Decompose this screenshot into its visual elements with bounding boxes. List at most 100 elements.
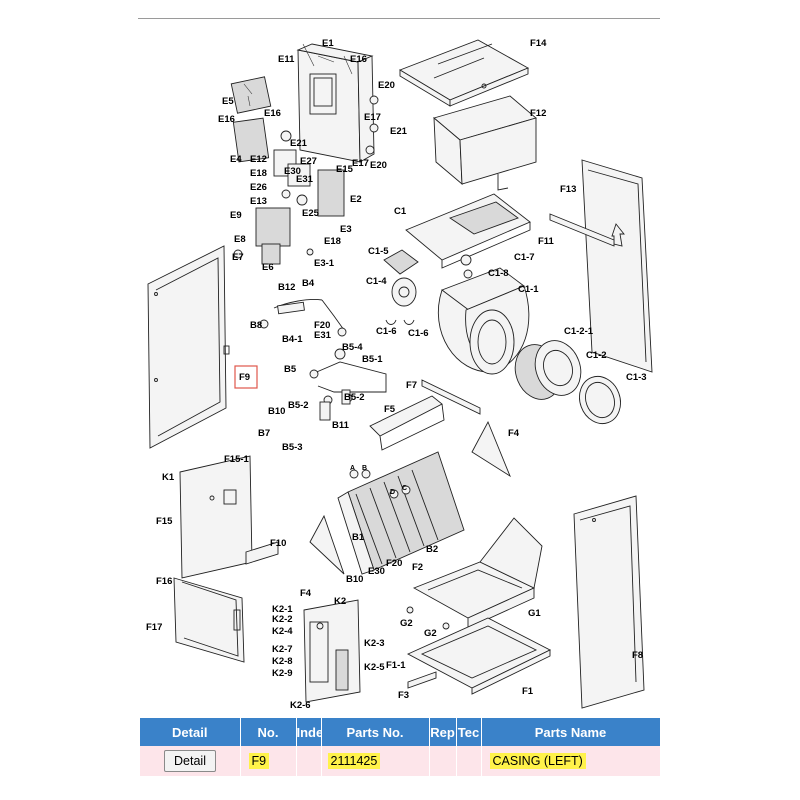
label-F14: F14 [530,38,547,49]
label-F13: F13 [560,184,576,195]
label-E2: E2 [350,194,362,205]
label-E21: E21 [390,126,408,137]
parts-table: Detail No. Inde Parts No. Rep Tec Parts … [140,718,661,776]
cell-tec [456,746,482,776]
label-K2-1: K2-1 [272,604,293,615]
label-E31: E31 [296,174,314,185]
label-K2-7: K2-7 [272,644,293,655]
filter-tray-F1 [406,617,552,695]
label-K2-9: K2-9 [272,668,293,679]
detail-button[interactable]: Detail [164,750,216,772]
label-F17: F17 [146,622,162,633]
header-index: Inde [296,718,322,746]
label-B5-3: B5-3 [282,442,303,453]
label-E12: E12 [250,154,267,165]
label-F2: F2 [412,562,423,573]
label-K1: K1 [162,472,175,483]
header-parts-no: Parts No. [321,718,430,746]
label-F7: F7 [406,380,417,391]
label-F15-1: F15-1 [224,454,250,465]
label-E27: E27 [300,156,317,167]
label-B1: B1 [352,532,365,543]
cell-detail: Detail [140,746,241,776]
left-casing-F9 [147,245,230,449]
label-E31b: E31 [314,330,332,341]
label-E3-1: E3-1 [314,258,335,269]
label-circle-D1: D [390,489,395,496]
table-row: Detail F9 2111425 CASING (LEFT) [140,746,661,776]
label-E18b: E18 [324,236,341,247]
label-E8: E8 [234,234,246,245]
label-C1-5: C1-5 [368,246,389,257]
label-B10a: B10 [268,406,285,417]
bracket-F11 [549,213,615,247]
label-K2: K2 [334,596,346,607]
label-E13: E13 [250,196,267,207]
label-C1-7: C1-7 [514,252,535,263]
exploded-parts-diagram: E1 E11 E16 E20 E5 E16 E16 E17 E21 E21 E4… [138,22,660,712]
label-K2-8: K2-8 [272,656,293,667]
label-E25: E25 [302,208,320,219]
label-B5-2a: B5-2 [288,400,309,411]
label-E4: E4 [230,154,242,165]
label-B10b: B10 [346,574,363,585]
label-B7: B7 [258,428,270,439]
header-no: No. [240,718,297,746]
label-F10: F10 [270,538,286,549]
label-E5: E5 [222,96,234,107]
label-E26: E26 [250,182,267,193]
parts-number-value: 2111425 [327,753,381,769]
label-K2-4: K2-4 [272,626,293,637]
label-circle-A1: A [350,465,355,472]
highlight-F9[interactable] [234,365,258,389]
label-E21b: E21 [290,138,308,149]
label-C1-6a: C1-6 [376,326,397,337]
label-F1-1: F1-1 [386,660,406,671]
label-G1: G1 [528,608,541,619]
label-F16: F16 [156,576,172,587]
header-detail: Detail [140,718,241,746]
header-parts-name: Parts Name [481,718,661,746]
label-E16c: E16 [218,114,235,125]
label-C1-3: C1-3 [626,372,647,383]
label-C1: C1 [394,206,407,217]
label-B5-2b: B5-2 [344,392,365,403]
label-F1: F1 [522,686,534,697]
label-F8: F8 [632,650,643,661]
panel-F16-F17 [173,577,245,663]
label-F4b: F4 [300,588,312,599]
label-B12: B12 [278,282,295,293]
label-E15: E15 [336,164,354,175]
label-F20a: F20 [314,320,330,331]
label-B2: B2 [426,544,438,555]
label-E9: E9 [230,210,242,221]
label-K2-2: K2-2 [272,614,293,625]
cell-no: F9 [240,746,297,776]
fan-wheel-C1-2 [514,340,582,400]
label-circle-C1: C [402,485,407,492]
cell-index [296,746,322,776]
table-header-row: Detail No. Inde Parts No. Rep Tec Parts … [140,718,661,746]
label-C1-4: C1-4 [366,276,387,287]
label-B8: B8 [250,320,262,331]
parts-name-value: CASING (LEFT) [489,753,586,769]
label-B11: B11 [332,420,350,431]
right-panel-F13 [581,159,653,373]
label-B4: B4 [302,278,315,289]
top-divider [138,18,660,19]
label-F5: F5 [384,404,396,415]
label-E3: E3 [340,224,352,235]
cell-parts-name: CASING (LEFT) [481,746,661,776]
label-B5-1: B5-1 [362,354,383,365]
cell-parts-no: 2111425 [321,746,430,776]
label-E20b: E20 [370,160,387,171]
label-B5-4: B5-4 [342,342,363,353]
label-E11: E11 [278,54,295,65]
coil-B2 [309,451,465,575]
part-number-label: F9 [248,753,270,769]
blower-assembly-C1 [383,193,531,375]
label-E17b: E17 [352,158,369,169]
label-F3: F3 [398,690,409,701]
label-circle-B1: B [362,465,367,472]
label-B4-1: B4-1 [282,334,303,345]
